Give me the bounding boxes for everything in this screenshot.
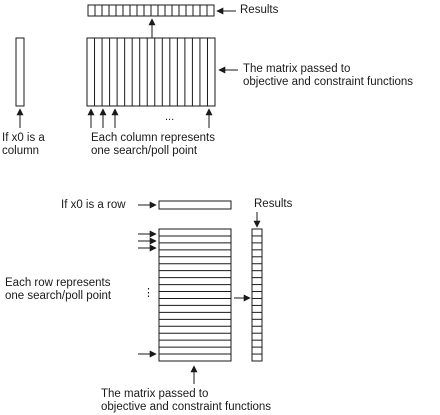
x0-row-vector [158,200,232,210]
bottom-matrix-label-line2: objective and constraint functions [101,401,272,413]
bottom-results-frame [251,228,263,362]
rows-ellipsis: ⋮ [143,287,154,299]
x0-row-label: If x0 is a row [61,199,126,211]
x0-column-vector [15,37,25,107]
columns-ellipsis: ... [165,111,175,123]
bottom-matrix-frame [158,228,232,362]
columns-label-line1: Each column represents [91,132,216,144]
top-results-row-vector [87,4,215,17]
rows-label-line1: Each row represents [5,277,111,289]
top-matrix-label-line1: The matrix passed to [243,63,351,75]
x0-column-label-line1: If x0 is a [2,132,45,144]
top-results-label: Results [240,4,279,16]
x0-column-label-line2: column [2,145,40,157]
top-matrix-frame [86,37,216,107]
top-matrix [86,37,216,107]
bottom-results-column-vector [251,228,263,362]
rows-label-line2: one search/poll point [5,290,112,302]
bottom-matrix-label-line1: The matrix passed to [101,388,209,400]
columns-label-line2: one search/poll point [91,145,198,157]
bottom-matrix [158,228,232,362]
bottom-results-label: Results [254,198,293,210]
top-matrix-label-line2: objective and constraint functions [243,76,414,88]
